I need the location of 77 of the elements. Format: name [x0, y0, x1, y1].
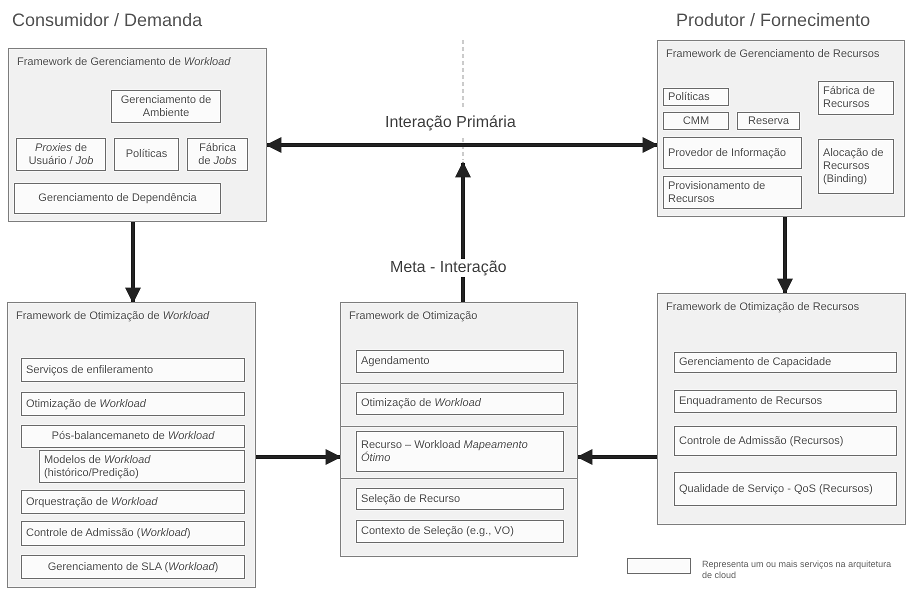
arrow [265, 137, 659, 153]
panel-title: Framework de Otimização de Workload [16, 310, 210, 323]
service-label: Gerenciamento de SLA (Workload) [48, 560, 218, 574]
arrow [125, 222, 141, 304]
service-label: Orquestração de Workload [26, 496, 158, 508]
service-label: Proxies de Usuário / Job [28, 142, 94, 168]
framework-panel [657, 293, 906, 525]
service-label: Serviços de enfileramento [26, 364, 154, 376]
legend-text: Representa um ou mais serviços na arquitetura de cloud [702, 559, 892, 581]
arrow [256, 449, 342, 465]
framework-panel [657, 40, 905, 217]
service-box [111, 90, 221, 123]
service-label: Fábrica de Jobs [197, 142, 238, 168]
service-box [674, 352, 897, 373]
service-box [21, 392, 245, 416]
service-label: Fábrica de Recursos [823, 85, 876, 111]
service-box [21, 490, 245, 514]
service-box [356, 350, 564, 373]
framework-panel [7, 302, 256, 588]
service-label: Qualidade de Serviço - QoS (Recursos) [679, 482, 873, 496]
service-box [674, 472, 897, 506]
service-label: Controle de Admissão (Recursos) [679, 434, 844, 448]
service-label: Políticas [668, 90, 710, 104]
service-label: Enquadramento de Recursos [679, 395, 822, 408]
section-heading: Produtor / Fornecimento [676, 10, 870, 31]
service-label: Recurso – Workload Mapeamento Ótimo [361, 438, 529, 464]
service-box [356, 431, 564, 472]
panel-title: Framework de Otimização [349, 310, 478, 323]
service-box [663, 176, 802, 209]
service-box [21, 521, 245, 546]
arrow [455, 161, 471, 302]
service-label: Gerenciamento de Ambiente [120, 94, 212, 120]
service-label: Contexto de Seleção (e.g., VO) [361, 525, 514, 538]
service-label: Gerenciamento de Dependência [38, 192, 197, 205]
framework-panel [8, 48, 267, 222]
service-label: Provedor de Informação [668, 146, 786, 160]
service-box [737, 112, 800, 130]
service-box [356, 392, 564, 415]
service-box [21, 555, 245, 579]
arrow [777, 217, 793, 295]
service-box [674, 426, 897, 456]
panel-title: Framework de Gerenciamento de Recursos [666, 48, 880, 61]
service-box [663, 88, 729, 106]
service-label: Modelos de Workload (histórico/Predição) [44, 454, 152, 480]
service-box [356, 488, 564, 510]
arrow [576, 449, 657, 465]
service-box [21, 358, 245, 382]
service-label: Otimização de Workload [26, 398, 146, 410]
service-label: Gerenciamento de Capacidade [679, 356, 832, 369]
service-label: Controle de Admissão (Workload) [26, 527, 190, 540]
service-box [16, 138, 106, 171]
framework-panel [340, 302, 578, 557]
service-label: Otimização de Workload [361, 397, 481, 410]
service-box [14, 183, 221, 214]
section-heading: Consumidor / Demanda [12, 10, 202, 31]
service-box [187, 138, 248, 171]
service-box [663, 112, 729, 130]
service-box [818, 139, 894, 194]
service-box [114, 138, 179, 171]
service-label: Agendamento [361, 355, 430, 368]
service-label: Alocação de Recursos (Binding) [823, 147, 885, 186]
service-label: Políticas [126, 148, 168, 161]
service-box [674, 390, 897, 413]
service-box [21, 425, 245, 448]
service-label: CMM [682, 114, 710, 128]
panel-title: Framework de Otimização de Recursos [666, 301, 860, 314]
panel-title: Framework de Gerenciamento de Workload [17, 56, 232, 69]
service-box [356, 520, 564, 543]
service-box [663, 137, 802, 169]
service-label: Reserva [748, 114, 789, 128]
service-label: Provisionamento de Recursos [668, 180, 766, 206]
service-box [818, 81, 894, 115]
service-label: Seleção de Recurso [361, 492, 460, 506]
service-label: Pós-balancemaneto de Workload [52, 430, 214, 443]
edge-label: Interação Primária [383, 114, 518, 132]
edge-label: Meta - Interação [388, 259, 508, 277]
service-box [39, 450, 245, 483]
